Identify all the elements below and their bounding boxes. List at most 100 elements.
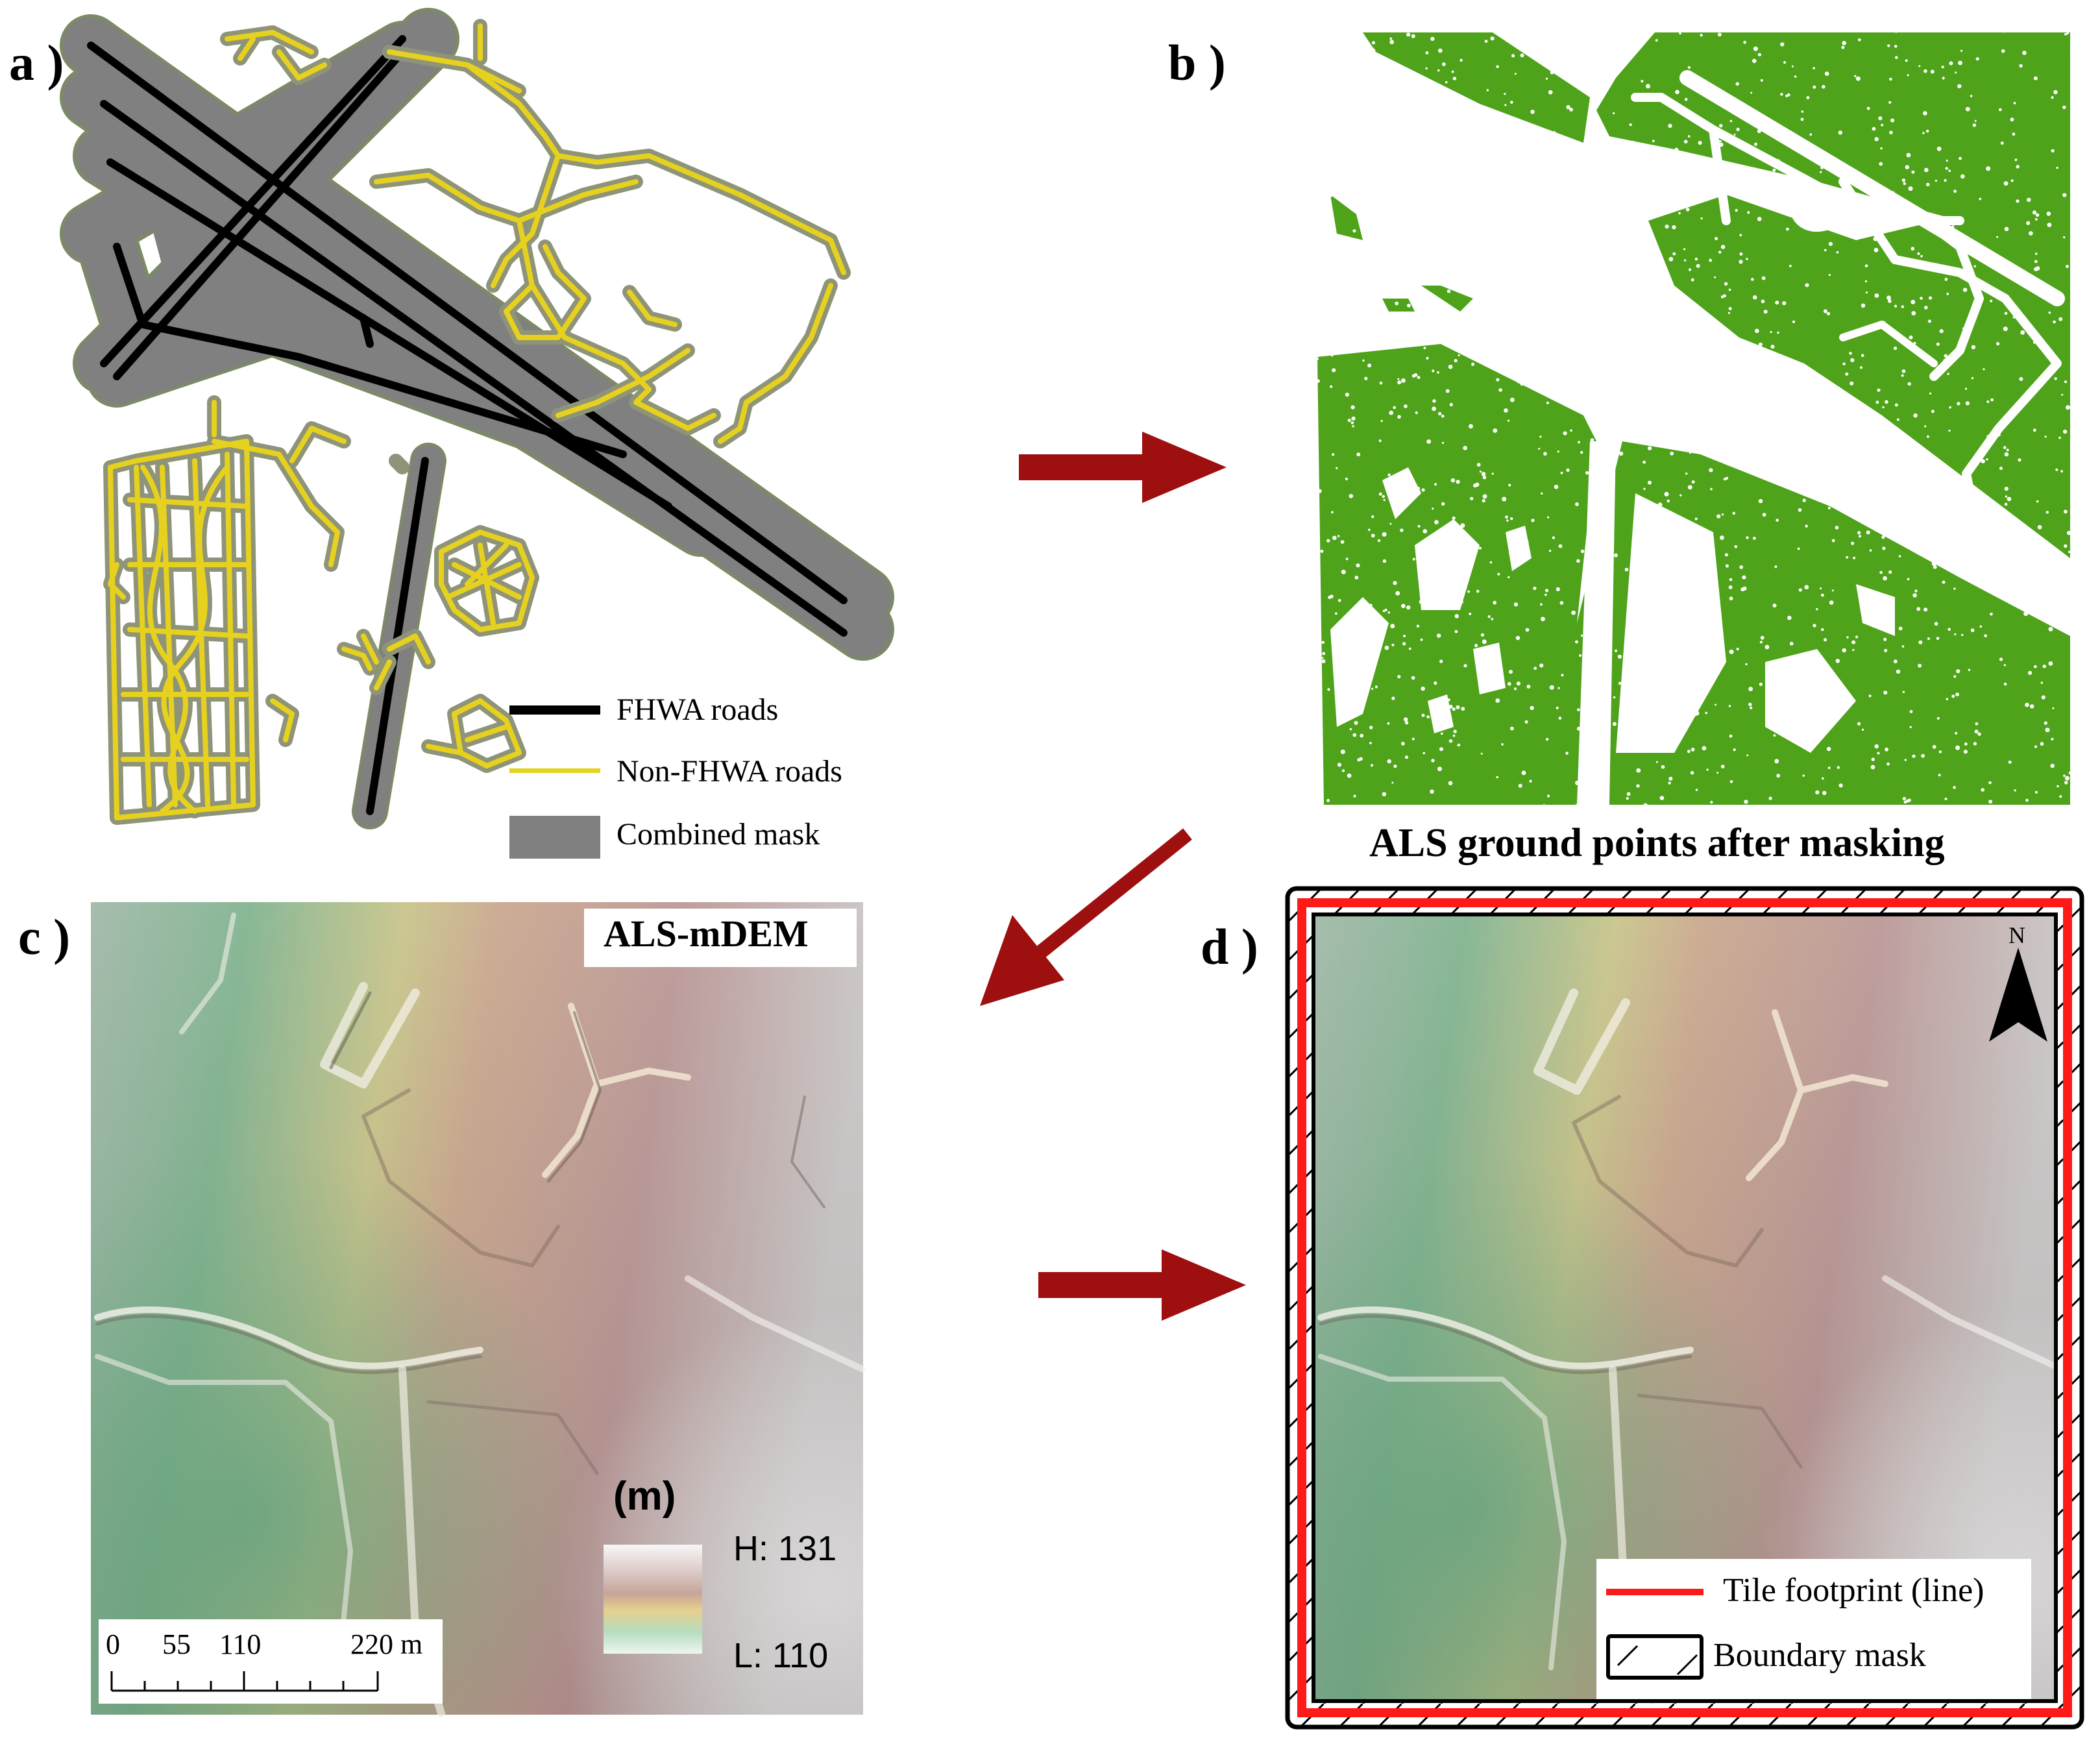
ground-point-gap	[1650, 217, 1652, 220]
ground-point-gap	[1745, 196, 1749, 200]
ground-point-gap	[1607, 744, 1611, 748]
ground-point-gap	[1371, 687, 1374, 690]
ground-point-gap	[1688, 268, 1692, 271]
ground-point-gap	[1475, 482, 1480, 487]
ground-point-gap	[1725, 564, 1729, 568]
ground-point-gap	[2064, 544, 2068, 548]
ground-point-gap	[1371, 515, 1374, 519]
ground-point-gap	[1760, 635, 1764, 640]
ground-point-gap	[1646, 95, 1651, 100]
ground-point-gap	[1581, 346, 1586, 350]
ground-point-gap	[1713, 811, 1716, 815]
ground-point-gap	[1699, 821, 1702, 824]
ground-point-gap	[1705, 654, 1709, 657]
ground-point-gap	[1489, 221, 1492, 225]
ground-point-gap	[1964, 387, 1968, 390]
ground-point-gap	[1824, 249, 1827, 252]
ground-point-gap	[1454, 630, 1458, 633]
ground-point-gap	[1774, 759, 1779, 764]
ground-point-gap	[2048, 661, 2053, 666]
ground-point-gap	[1885, 747, 1888, 752]
ground-point-gap	[1684, 259, 1687, 262]
ground-point-gap	[1626, 797, 1629, 800]
ground-point-gap	[1637, 509, 1640, 512]
ground-point-gap	[1761, 299, 1765, 304]
ground-point-gap	[1956, 27, 1960, 32]
ground-point-gap	[1397, 415, 1401, 419]
ground-point-gap	[1432, 399, 1436, 403]
ground-point-gap	[1655, 561, 1659, 565]
ground-point-gap	[1580, 711, 1583, 714]
ground-point-gap	[2054, 377, 2057, 380]
ground-point-gap	[2025, 798, 2029, 802]
ground-point-gap	[2057, 785, 2059, 788]
ground-point-gap	[1936, 717, 1940, 720]
ground-point-gap	[1791, 65, 1794, 67]
ground-point-gap	[1589, 687, 1593, 691]
ground-point-gap	[1736, 647, 1739, 651]
ground-point-gap	[1687, 750, 1691, 754]
ground-point-gap	[1876, 186, 1880, 190]
ground-point-gap	[1936, 637, 1940, 640]
ground-point-gap	[1757, 53, 1761, 56]
ground-point-gap	[2007, 496, 2012, 502]
ground-point-gap	[1526, 24, 1530, 28]
ground-point-gap	[1552, 131, 1556, 134]
ground-point-gap	[1357, 707, 1362, 713]
ground-point-gap	[1892, 191, 1895, 194]
ground-point-gap	[1563, 47, 1565, 49]
ground-point-gap	[1510, 101, 1513, 104]
ground-point-gap	[1482, 639, 1487, 644]
ground-point-gap	[1374, 322, 1379, 326]
ground-point-gap	[1817, 458, 1820, 461]
ground-point-gap	[1812, 437, 1815, 441]
ground-point-gap	[1426, 559, 1430, 562]
ground-point-gap	[1491, 289, 1494, 292]
ground-point-gap	[1955, 71, 1957, 74]
ground-point-gap	[1831, 164, 1835, 169]
ground-point-gap	[1442, 598, 1445, 601]
ground-point-gap	[2062, 105, 2066, 110]
ground-point-gap	[1706, 768, 1709, 771]
ground-point-gap	[1515, 635, 1520, 641]
ground-point-gap	[1735, 82, 1739, 86]
ground-point-gap	[1439, 747, 1443, 752]
ground-point-gap	[1893, 347, 1898, 350]
ground-point-gap	[1850, 806, 1853, 809]
ground-point-gap	[1970, 95, 1973, 97]
ground-point-gap	[1479, 471, 1482, 473]
ground-point-gap	[2034, 260, 2038, 263]
ground-point-gap	[1383, 498, 1386, 502]
ground-point-gap	[1827, 159, 1831, 162]
ground-point-gap	[2048, 626, 2053, 631]
ground-point-gap	[1496, 378, 1500, 382]
ground-point-gap	[1822, 777, 1824, 780]
ground-point-gap	[1372, 335, 1375, 339]
ground-point-gap	[1373, 58, 1378, 63]
ground-point-gap	[1768, 419, 1770, 422]
ground-point-gap	[1489, 561, 1493, 564]
ground-point-gap	[1967, 538, 1972, 542]
ground-point-gap	[1604, 404, 1609, 409]
ground-point-gap	[1894, 304, 1898, 308]
ground-point-gap	[1757, 217, 1762, 221]
ground-point-gap	[1569, 200, 1572, 204]
ground-point-gap	[1942, 77, 1945, 80]
ground-point-gap	[1476, 463, 1481, 467]
ground-point-gap	[1907, 74, 1909, 77]
ground-point-gap	[1902, 691, 1905, 694]
ground-point-gap	[1417, 376, 1421, 379]
ground-point-gap	[1679, 32, 1681, 35]
ground-point-gap	[1709, 670, 1714, 675]
ground-point-gap	[1700, 86, 1703, 91]
ground-point-gap	[1511, 54, 1515, 58]
ground-point-gap	[2004, 312, 2008, 315]
ground-point-gap	[1312, 787, 1315, 790]
ground-point-gap	[1416, 155, 1419, 158]
ground-point-gap	[1907, 578, 1910, 581]
ground-point-gap	[1543, 452, 1547, 456]
ground-point-gap	[1946, 698, 1949, 700]
ground-point-gap	[1652, 140, 1655, 143]
ground-point-gap	[1429, 293, 1434, 298]
ground-point-gap	[1395, 301, 1399, 306]
